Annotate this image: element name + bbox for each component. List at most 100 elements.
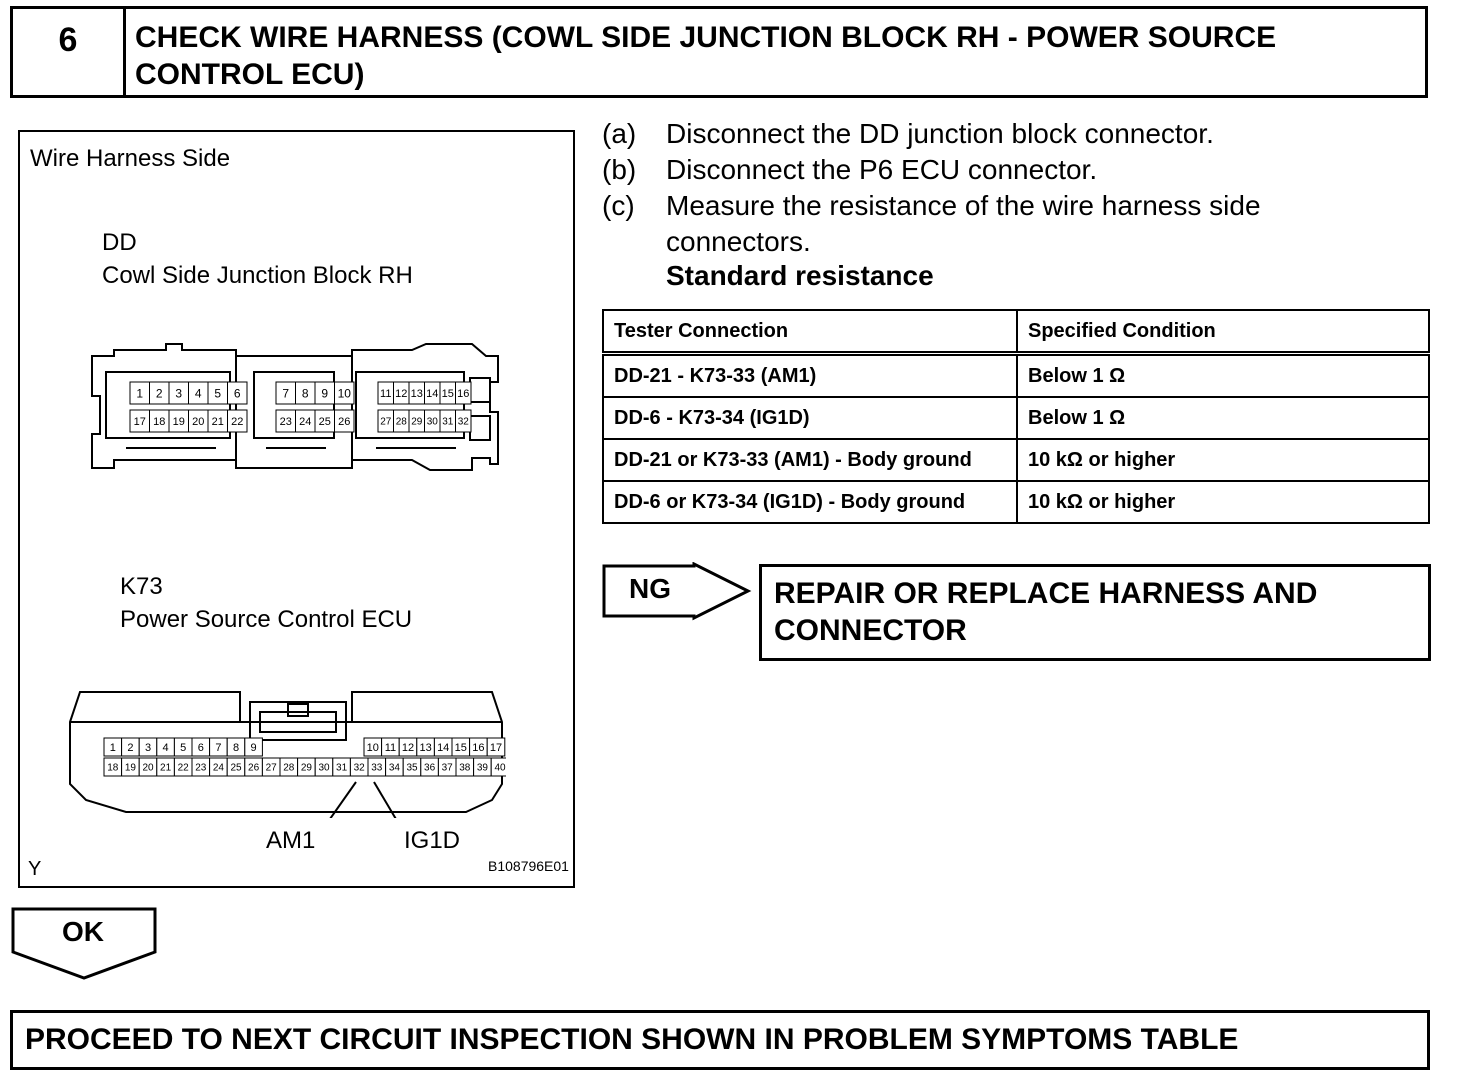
pin-number: 16: [472, 742, 484, 754]
pin-number: 3: [145, 742, 151, 754]
pin-number: 3: [175, 386, 182, 400]
pin-number: 13: [419, 742, 431, 754]
pin-cell: [455, 409, 472, 433]
pin-number: 27: [266, 763, 278, 774]
pin-number: 14: [437, 742, 449, 754]
instruction-c-text: Measure the resistance of the wire harne…: [666, 190, 1261, 221]
pin-number: 34: [389, 763, 401, 774]
pin-number: 6: [198, 742, 204, 754]
pin-number: 25: [319, 416, 331, 428]
pin-number: 29: [301, 763, 313, 774]
pin-number: 14: [426, 388, 438, 400]
pin-cell: [227, 409, 248, 433]
pin-number: 20: [192, 416, 204, 428]
corner-letter: Y: [28, 858, 42, 880]
pin-number: 28: [396, 417, 408, 428]
table-row: DD-6 - K73-34 (IG1D) Below 1 Ω: [602, 396, 1430, 440]
pin-cell: [490, 757, 506, 777]
step-title-line2: CONTROL ECU): [135, 58, 365, 91]
pin-number: 37: [442, 763, 454, 774]
pin-number: 1: [136, 386, 143, 400]
pin-number: 24: [213, 763, 225, 774]
pin-number: 2: [127, 742, 133, 754]
pin-number: 18: [107, 763, 119, 774]
instruction-a: (a) Disconnect the DD junction block conn…: [602, 116, 1214, 152]
ok-label: OK: [62, 916, 104, 947]
step-number: 6: [13, 9, 126, 95]
row-connection: DD-6 - K73-34 (IG1D): [602, 396, 1018, 440]
pin-cell: [227, 381, 248, 405]
dd-connector-name: Cowl Side Junction Block RH: [102, 262, 413, 289]
pin-number: 8: [302, 386, 309, 400]
pin-number: 26: [248, 763, 260, 774]
pin-number: 27: [380, 417, 392, 428]
pin-number: 12: [402, 742, 414, 754]
pin-number: 21: [212, 416, 224, 428]
next-step-text: PROCEED TO NEXT CIRCUIT INSPECTION SHOWN…: [25, 1023, 1239, 1056]
pin-number: 31: [442, 417, 454, 428]
pin-number: 22: [231, 416, 243, 428]
table-header-condition: Specified Condition: [1016, 309, 1430, 356]
dd-connector-code: DD: [102, 229, 137, 256]
step-title-line1: CHECK WIRE HARNESS (COWL SIDE JUNCTION B…: [135, 21, 1277, 54]
row-connection: DD-6 or K73-34 (IG1D) - Body ground: [602, 480, 1018, 524]
pin-number: 15: [442, 388, 454, 400]
pin-cell: [455, 381, 472, 405]
pin-number: 20: [142, 763, 154, 774]
pin-number: 33: [371, 763, 383, 774]
instruction-c-label: (c): [602, 190, 635, 221]
pin-number: 39: [477, 763, 489, 774]
pin-number: 19: [125, 763, 137, 774]
ok-arrow-icon: [11, 907, 157, 980]
row-connection: DD-21 or K73-33 (AM1) - Body ground: [602, 438, 1018, 482]
pin-number: 24: [299, 416, 311, 428]
instruction-a-text: Disconnect the DD junction block connect…: [666, 118, 1214, 149]
pin-cell: [486, 737, 506, 757]
pin-number: 21: [160, 763, 172, 774]
am1-callout: AM1: [266, 827, 316, 854]
table-row: DD-6 or K73-34 (IG1D) - Body ground 10 k…: [602, 480, 1430, 524]
pin-number: 10: [367, 742, 379, 754]
k73-connector-code: K73: [120, 573, 163, 600]
pin-number: 13: [411, 388, 423, 400]
ig1d-callout: IG1D: [404, 827, 461, 854]
pin-cell: [334, 409, 355, 433]
pin-number: 11: [385, 742, 396, 754]
instruction-b-label: (b): [602, 154, 637, 185]
pin-number: 30: [318, 763, 330, 774]
resistance-table: Tester Connection Specified Condition DD…: [602, 309, 1430, 524]
pin-number: 17: [490, 742, 502, 754]
pin-number: 38: [459, 763, 471, 774]
pin-number: 30: [427, 417, 439, 428]
pin-cell: [244, 737, 263, 757]
pin-number: 9: [251, 742, 257, 754]
row-condition: 10 kΩ or higher: [1016, 438, 1430, 482]
instruction-a-label: (a): [602, 118, 637, 149]
pin-number: 17: [134, 416, 146, 428]
pin-number: 25: [230, 763, 242, 774]
wire-harness-side-label: Wire Harness Side: [30, 145, 231, 172]
row-condition: 10 kΩ or higher: [1016, 480, 1430, 524]
pin-number: 18: [153, 416, 165, 428]
figure-id: B108796E01: [488, 858, 569, 874]
pin-number: 11: [380, 388, 391, 400]
table-header-row: Tester Connection Specified Condition: [602, 309, 1430, 356]
pin-number: 16: [457, 388, 469, 400]
pin-number: 6: [234, 386, 241, 400]
pin-number: 23: [195, 763, 207, 774]
pin-number: 31: [336, 763, 348, 774]
pin-number: 32: [458, 417, 470, 428]
next-step-box: PROCEED TO NEXT CIRCUIT INSPECTION SHOWN…: [10, 1010, 1430, 1070]
pin-number: 35: [406, 763, 418, 774]
instruction-b: (b) Disconnect the P6 ECU connector.: [602, 152, 1097, 188]
pin-number: 1: [110, 742, 116, 754]
ng-action-line2: CONNECTOR: [774, 614, 967, 647]
k73-connector-name: Power Source Control ECU: [120, 606, 413, 633]
pin-number: 36: [424, 763, 436, 774]
instruction-b-text: Disconnect the P6 ECU connector.: [666, 154, 1098, 185]
pin-number: 40: [494, 763, 506, 774]
pin-number: 12: [395, 388, 407, 400]
table-row: DD-21 or K73-33 (AM1) - Body ground 10 k…: [602, 438, 1430, 482]
